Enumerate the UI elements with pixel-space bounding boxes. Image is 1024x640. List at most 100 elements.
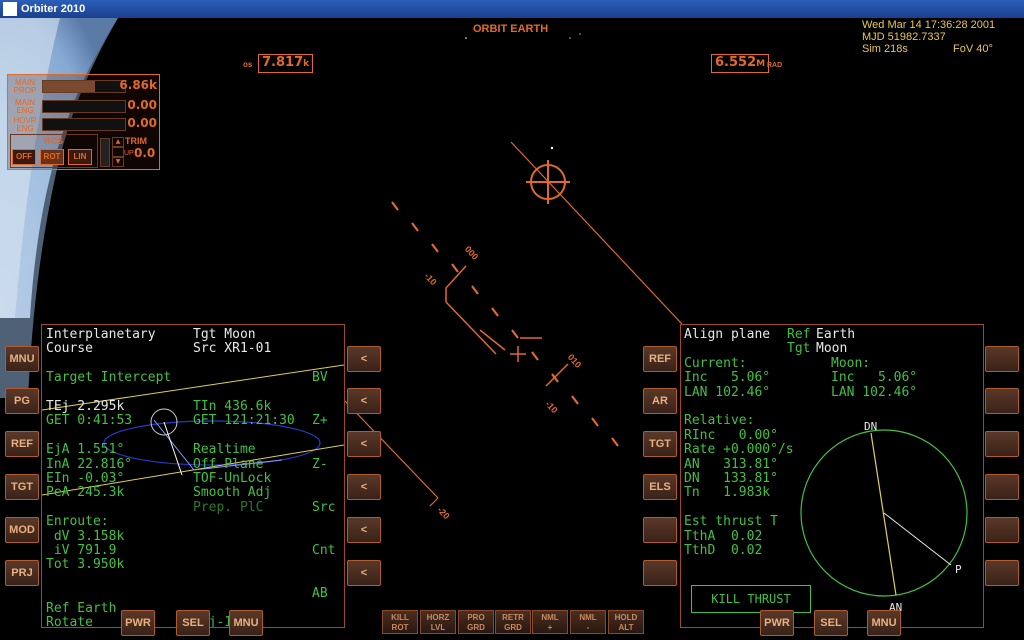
right-mfd-left-button-6[interactable]: [643, 560, 677, 586]
left-mfd-line: Z-: [312, 456, 328, 472]
radius-label: RAD: [767, 62, 783, 69]
right-mfd-right-button-6[interactable]: [985, 560, 1019, 586]
left-mfd-line: Realtime: [193, 442, 256, 458]
title-bar[interactable]: Orbiter 2010: [0, 0, 1024, 18]
left-mfd-side-button-4[interactable]: <: [347, 474, 381, 500]
left-mfd-line: EjA 1.551°: [46, 442, 125, 458]
trim-value: 0.0: [134, 146, 156, 160]
right-mfd-mnu-button[interactable]: MNU: [867, 610, 901, 636]
nav-button-line1: KILL: [391, 613, 409, 622]
rcs-lin-button[interactable]: LIN: [68, 149, 92, 165]
trim-label: TRIM: [125, 136, 147, 146]
right-mfd-line: Moon:: [831, 355, 871, 371]
sim-date: Wed Mar 14 17:36:28 2001: [862, 19, 996, 31]
right-mfd-line: Moon: [816, 341, 848, 357]
right-mfd-left-button-ar[interactable]: AR: [643, 388, 677, 414]
left-mfd-line: PeA 245.3k: [46, 485, 125, 501]
orbital-speed-label: os: [243, 60, 253, 69]
nav-button-line1: HOLD: [614, 613, 638, 622]
left-mfd-button-pg[interactable]: PG: [5, 388, 39, 414]
right-mfd-line: Relative:: [684, 413, 755, 429]
left-mfd-line: Ref Earth: [46, 600, 117, 616]
nav-button-line1: NML: [541, 613, 559, 622]
right-mfd-right-button-3[interactable]: [985, 431, 1019, 457]
right-mfd-left-button-ref[interactable]: REF: [643, 346, 677, 372]
left-mfd-side-button-3[interactable]: <: [347, 431, 381, 457]
left-mfd-line: Z+: [312, 413, 328, 429]
3d-scene-view[interactable]: ORBIT EARTH os 7.817k 6.552M RAD 000 -10…: [0, 18, 1024, 640]
left-mfd-line: dV 3.158k: [46, 528, 125, 544]
periapsis-label: P: [955, 563, 962, 576]
left-mfd-line: Course: [46, 341, 93, 357]
sim-time: Sim 218s: [862, 43, 908, 55]
right-mfd-pwr-button[interactable]: PWR: [760, 610, 794, 636]
left-mfd-button-mnu[interactable]: MNU: [5, 346, 39, 372]
trim-slider[interactable]: [100, 138, 110, 167]
right-mfd-line: TthD 0.02: [684, 543, 763, 558]
left-mfd-button-mod[interactable]: MOD: [5, 517, 39, 543]
left-mfd-mnu-button[interactable]: MNU: [229, 610, 263, 636]
nav-button-line2: -: [586, 623, 590, 632]
radius-readout: 6.552M: [711, 54, 770, 73]
interplanetary-orbit-plot: [42, 364, 344, 496]
right-mfd-line: Inc 5.06°: [684, 370, 771, 386]
left-mfd-line: GET 121:21:30: [193, 413, 295, 429]
right-mfd-line: DN 133.81°: [684, 471, 778, 486]
field-of-view: FoV 40°: [953, 43, 993, 55]
left-mfd-side-button-2[interactable]: <: [347, 388, 381, 414]
hover-eng-value: 0.00: [127, 116, 157, 130]
left-mfd-button-tgt[interactable]: TGT: [5, 474, 39, 500]
left-mfd-side-button-5[interactable]: <: [347, 517, 381, 543]
app-icon: [3, 2, 17, 16]
trim-down-arrow-icon[interactable]: ▼: [112, 157, 124, 167]
rcs-rot-button[interactable]: ROT: [40, 149, 64, 165]
left-mfd-line: Smooth Adj: [193, 485, 272, 501]
nav-button-nml-[interactable]: NML-: [570, 610, 606, 634]
right-mfd-line: LAN 102.46°: [831, 384, 918, 400]
right-mfd-line: Ref: [787, 327, 811, 342]
left-mfd-sel-button[interactable]: SEL: [176, 610, 210, 636]
nav-button-line2: ALT: [618, 623, 634, 632]
left-mfd-side-button-6[interactable]: <: [347, 560, 381, 586]
right-mfd-line: Est thrust T: [684, 514, 778, 530]
main-prop-bar-fill: [43, 81, 96, 92]
radius-value: 6.552: [715, 55, 757, 70]
orbital-speed-readout: 7.817k: [258, 54, 314, 73]
right-mfd-line: Current:: [684, 355, 747, 371]
right-mfd-left-button-tgt[interactable]: TGT: [643, 431, 677, 457]
left-mfd-side-button-1[interactable]: <: [347, 346, 381, 372]
left-mfd-line: Tgt Moon: [193, 327, 256, 342]
trim-up-label: UP: [124, 150, 134, 157]
right-mfd-right-button-5[interactable]: [985, 517, 1019, 543]
left-mfd-button-ref[interactable]: REF: [5, 431, 39, 457]
hud-mode: ORBIT EARTH: [473, 23, 549, 35]
left-mfd-line: Prep. PlC: [193, 499, 264, 515]
right-mfd-right-button-2[interactable]: [985, 388, 1019, 414]
right-mfd-left-button-els[interactable]: ELS: [643, 474, 677, 500]
right-mfd-sel-button[interactable]: SEL: [814, 610, 848, 636]
right-mfd-right-button-4[interactable]: [985, 474, 1019, 500]
kill-thrust-indicator: KILL THRUST: [691, 585, 811, 613]
left-mfd-line: TEj 2.295k: [46, 399, 125, 414]
trim-middle-button[interactable]: [112, 147, 124, 157]
rcs-off-button[interactable]: OFF: [12, 149, 36, 165]
right-mfd-line: TthA 0.02: [684, 528, 763, 544]
left-mfd-button-prj[interactable]: PRJ: [5, 560, 39, 586]
trim-up-arrow-icon[interactable]: ▲: [112, 137, 124, 147]
hud-overlay: [0, 18, 683, 507]
left-mfd-pwr-button[interactable]: PWR: [121, 610, 155, 636]
right-mfd-left-button-5[interactable]: [643, 517, 677, 543]
nav-button-nml-[interactable]: NML+: [532, 610, 568, 634]
right-mfd-line: Earth: [816, 327, 856, 342]
nav-button-line1: NML: [579, 613, 597, 622]
right-mfd-right-button-1[interactable]: [985, 346, 1019, 372]
